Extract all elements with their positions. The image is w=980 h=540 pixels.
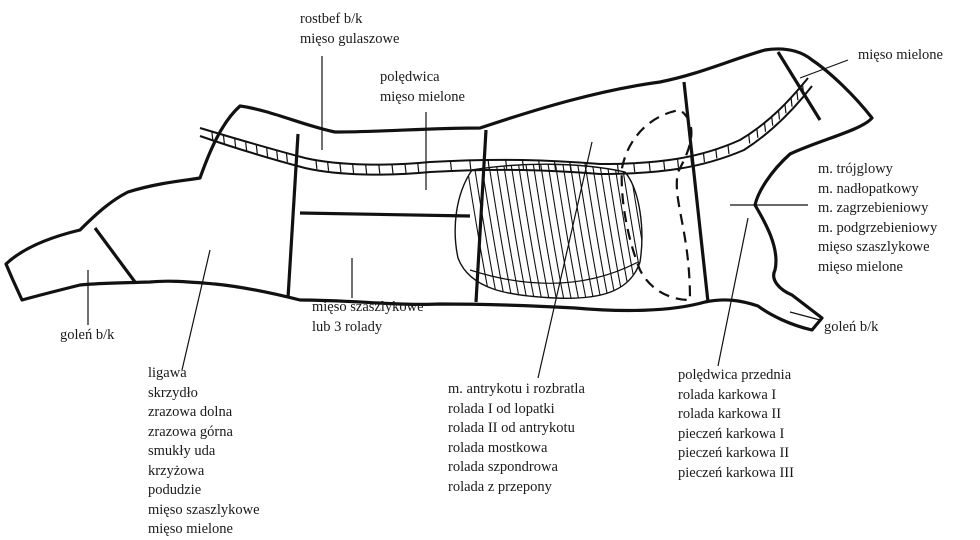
vertebra-tick [797,91,798,100]
diaphragm-line [470,262,638,283]
leader-mieso-mielone-top [800,60,848,78]
label-antrykot-group: m. antrykotu i rozbratla rolada I od lop… [448,380,585,497]
vertebra-tick [353,164,354,173]
label-udziec-line-4: zrazowa górna [148,423,260,443]
label-mieso-mielone-top: mięso mielone [858,46,943,66]
label-udziec-line-3: zrazowa dolna [148,403,260,423]
label-szaszlyk-line-2: lub 3 rolady [312,318,424,338]
label-karkowa-line-3: rolada karkowa II [678,405,794,425]
label-udziec-line-2: skrzydło [148,384,260,404]
cut-line-round-loin [288,134,298,298]
label-udziec-line-7: podudzie [148,481,260,501]
label-udziec-line-6: krzyżowa [148,462,260,482]
label-karkowa-line-5: pieczeń karkowa II [678,444,794,464]
vertebra-tick [757,129,758,138]
label-karkowa-line-2: rolada karkowa I [678,386,794,406]
vertebra-tick [779,111,780,120]
vertebra-tick [470,160,471,169]
vertebra-tick [340,163,341,172]
vertebra-tick [617,164,618,173]
vertebra-tick [316,160,317,169]
label-antrykot-line-2: rolada I od lopatki [448,400,585,420]
leader-karkowa [718,218,748,366]
vertebra-tick [649,162,650,171]
vertebra-tick [664,161,665,170]
label-karkowa-line-1: polędwica przednia [678,366,794,386]
label-golen-left-line-1: goleń b/k [60,326,114,346]
vertebra-tick [405,164,406,173]
vertebra-tick [277,150,278,159]
label-udziec-line-1: ligawa [148,364,260,384]
label-lopatka-line-3: m. zagrzebieniowy [818,199,937,219]
cut-line-rib-chuck [684,82,708,302]
vertebra-tick [716,149,717,158]
vertebra-tick [728,145,729,154]
label-antrykot-line-6: rolada z przepony [448,478,585,498]
label-poledwica: polędwica mięso mielone [380,68,465,107]
label-udziec-group: ligawa skrzydło zrazowa dolna zrazowa gó… [148,364,260,540]
label-mieso-mielone-top-line-1: mięso mielone [858,46,943,66]
label-golen-left: goleń b/k [60,326,114,346]
label-lopatka-line-1: m. trójglowy [818,160,937,180]
vertebra-tick [366,165,367,174]
vertebra-tick [418,163,419,172]
label-antrykot-line-3: rolada II od antrykotu [448,419,585,439]
vertebra-tick [286,153,287,162]
label-rostbef-line-1: rostbef b/k [300,10,399,30]
label-karkowa-line-6: pieczeń karkowa III [678,464,794,484]
vertebra-tick [223,135,224,144]
vertebra-tick [246,141,247,150]
vertebra-tick [678,159,679,168]
vertebra-tick [450,161,451,170]
label-antrykot-line-1: m. antrykotu i rozbratla [448,380,585,400]
label-lopatka-line-5: mięso szaszlykowe [818,238,937,258]
vertebra-tick [772,117,773,126]
label-udziec-line-9: mięso mielone [148,520,260,540]
label-rostbef-line-2: mięso gulaszowe [300,30,399,50]
label-karkowa-group: polędwica przednia rolada karkowa I rola… [678,366,794,483]
label-lopatka-group: m. trójglowy m. nadłopatkowy m. zagrzebi… [818,160,937,277]
vertebra-tick [634,163,635,172]
vertebra-tick [392,164,393,173]
vertebra-tick [379,165,380,174]
label-rostbef: rostbef b/k mięso gulaszowe [300,10,399,49]
label-karkowa-line-4: pieczeń karkowa I [678,425,794,445]
label-lopatka-line-6: mięso mielone [818,258,937,278]
label-szaszlyk-line-1: mięso szaszlykowe [312,298,424,318]
label-szaszlyk-middle: mięso szaszlykowe lub 3 rolady [312,298,424,337]
label-udziec-line-5: smukły uda [148,442,260,462]
cut-line-hindshank [95,228,135,282]
vertebra-tick [791,98,792,107]
label-poledwica-line-2: mięso mielone [380,88,465,108]
label-lopatka-line-4: m. podgrzebieniowy [818,219,937,239]
label-antrykot-line-5: rolada szpondrowa [448,458,585,478]
vertebra-tick [256,145,257,154]
label-lopatka-line-2: m. nadłopatkowy [818,180,937,200]
vertebra-tick [267,147,268,156]
vertebra-tick [703,153,704,162]
label-udziec-line-8: mięso szaszlykowe [148,501,260,521]
vertebra-tick [765,123,766,132]
label-poledwica-line-1: polędwica [380,68,465,88]
leader-udziec [182,250,210,370]
vertebra-tick [785,104,786,113]
cut-line-loin-horizontal [300,213,470,216]
label-golen-right-line-1: goleń b/k [824,318,878,338]
vertebra-tick [235,138,236,147]
vertebra-tick [749,134,750,143]
label-golen-right: goleń b/k [824,318,878,338]
cut-line-loin-rib [476,130,486,302]
vertebra-tick [506,160,507,169]
vertebra-tick [328,162,329,171]
label-antrykot-line-4: rolada mostkowa [448,439,585,459]
